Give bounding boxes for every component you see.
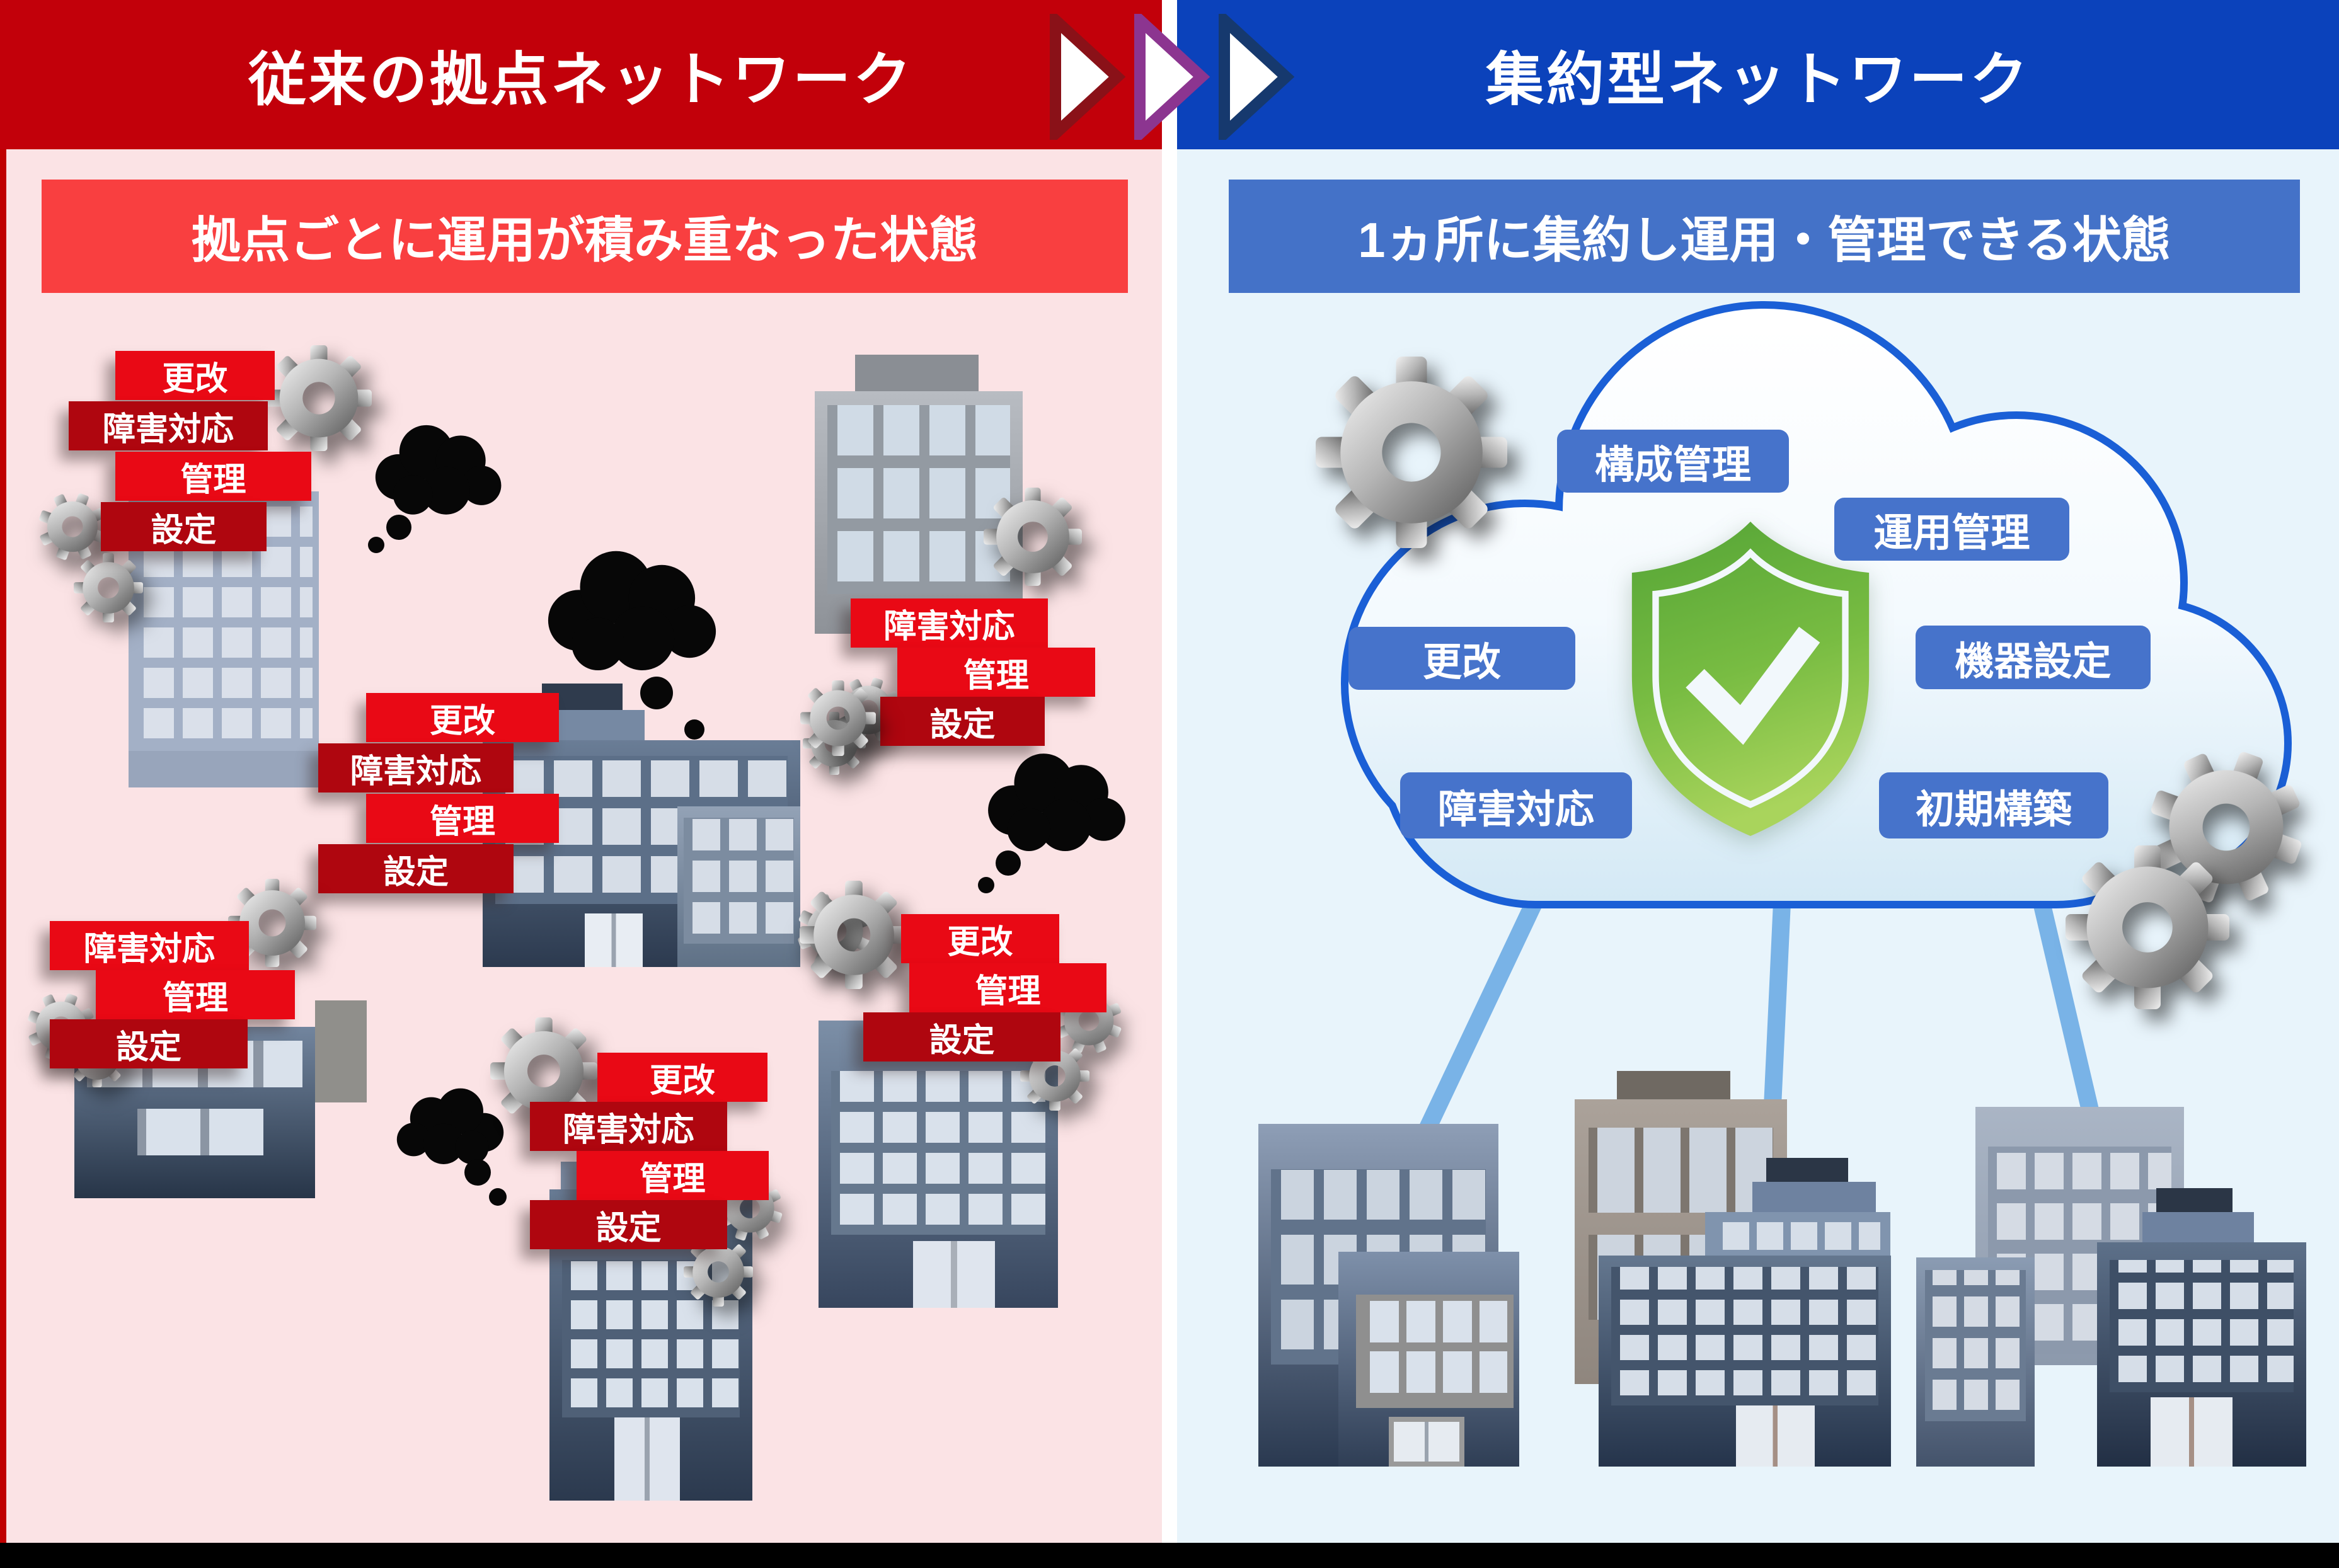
task-label: 更改 <box>115 351 275 400</box>
task-label: 更改 <box>901 914 1059 963</box>
task-label: 設定 <box>318 844 514 893</box>
task-label: 管理 <box>897 648 1095 697</box>
office-building-icon <box>1752 1182 1876 1215</box>
smoke-thought-cloud-icon <box>361 416 510 520</box>
office-building-icon <box>1599 1256 1891 1467</box>
office-building-icon <box>855 355 979 392</box>
smoke-thought-cloud-icon <box>974 743 1134 857</box>
office-building-icon <box>1766 1158 1848 1184</box>
office-building-icon <box>815 391 1023 634</box>
gear-icon <box>2066 845 2229 1009</box>
office-building-icon <box>677 806 800 967</box>
office-building-icon <box>2097 1242 2306 1467</box>
left-red-edge <box>0 0 6 1568</box>
task-label: 障害対応 <box>318 743 514 793</box>
smoke-dot <box>368 537 384 553</box>
smoke-dot <box>386 515 411 540</box>
function-tag: 構成管理 <box>1557 430 1789 493</box>
task-label: 障害対応 <box>530 1102 727 1151</box>
office-building-icon <box>1617 1071 1730 1102</box>
task-label: 更改 <box>366 693 559 742</box>
gear-icon <box>800 881 908 989</box>
task-label: 設定 <box>50 1019 248 1068</box>
panel-divider <box>1162 0 1177 1568</box>
office-building-icon <box>1338 1252 1519 1467</box>
function-tag: 初期構築 <box>1879 772 2108 838</box>
task-label: 設定 <box>101 502 267 551</box>
smoke-dot <box>684 719 704 740</box>
smoke-dot <box>996 850 1021 876</box>
function-tag: 運用管理 <box>1834 498 2069 561</box>
right-header: 集約型ネットワーク <box>1177 0 2339 149</box>
task-label: 障害対応 <box>50 921 249 970</box>
gear-icon <box>984 488 1082 586</box>
task-label: 障害対応 <box>69 401 268 450</box>
office-building-icon <box>1705 1212 1890 1259</box>
smoke-dot <box>489 1188 507 1206</box>
gear-icon <box>1316 357 1507 548</box>
task-label: 管理 <box>115 452 311 501</box>
task-label: 障害対応 <box>851 598 1048 648</box>
office-building-icon <box>2156 1188 2233 1215</box>
left-header: 従来の拠点ネットワーク <box>0 0 1162 149</box>
smoke-dot <box>464 1159 491 1186</box>
triple-play-arrow-icon <box>1050 14 1295 140</box>
function-tag: 更改 <box>1348 627 1575 690</box>
task-label: 管理 <box>366 794 559 843</box>
office-building-icon <box>1916 1257 2035 1467</box>
task-label: 設定 <box>863 1012 1060 1062</box>
function-tag: 機器設定 <box>1916 626 2151 689</box>
shield-check-icon <box>1631 521 1870 837</box>
gear-icon <box>800 680 876 756</box>
office-building-icon <box>819 1021 1058 1308</box>
task-label: 更改 <box>597 1053 767 1102</box>
gear-icon <box>74 553 143 622</box>
bottom-border <box>0 1543 2339 1568</box>
smoke-thought-cloud-icon <box>536 539 721 677</box>
task-label: 管理 <box>577 1151 769 1200</box>
gear-icon <box>266 345 372 451</box>
task-label: 設定 <box>530 1200 727 1249</box>
office-building-icon <box>2142 1212 2254 1245</box>
task-label: 管理 <box>96 970 295 1019</box>
right-banner: 1ヵ所に集約し運用・管理できる状態 <box>1229 180 2300 293</box>
task-label: 設定 <box>880 697 1045 746</box>
building-sign <box>315 1000 367 1102</box>
smoke-dot <box>978 877 994 893</box>
left-banner: 拠点ごとに運用が積み重なった状態 <box>42 180 1128 293</box>
task-label: 管理 <box>909 963 1106 1012</box>
smoke-dot <box>640 677 673 709</box>
function-tag: 障害対応 <box>1400 772 1632 838</box>
